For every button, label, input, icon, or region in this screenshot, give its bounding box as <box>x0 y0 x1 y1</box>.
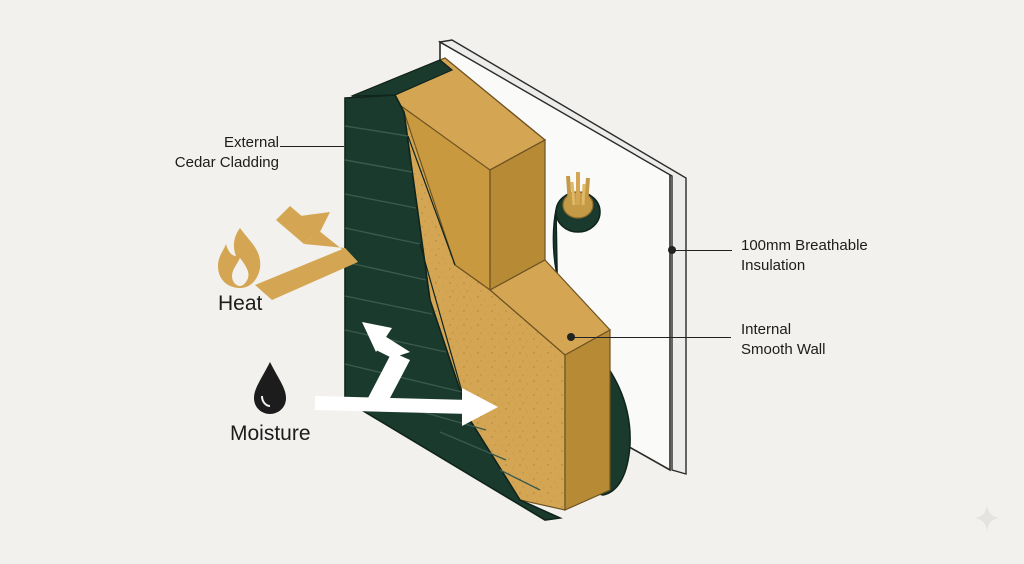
internal-wall-label-line1: Internal <box>741 321 792 338</box>
insulation-label-line1: 100mm Breathable <box>741 237 868 254</box>
insulation-label: 100mm Breathable Insulation <box>741 236 868 276</box>
internal-wall-leader-line <box>571 337 731 339</box>
internal-wall-label: Internal Smooth Wall <box>741 320 825 360</box>
insulation-label-line2: Insulation <box>741 257 806 274</box>
insulation-leader-dot <box>668 246 676 254</box>
water-drop-icon <box>254 362 286 414</box>
heat-label: Heat <box>218 292 263 315</box>
internal-wall-leader-dot <box>567 333 575 341</box>
sparkle-icon <box>974 505 1000 531</box>
internal-wall-label-line2: Smooth Wall <box>741 341 826 358</box>
heat-flow-arrow <box>255 206 358 300</box>
insulation-leader-line <box>672 250 732 252</box>
flame-icon <box>218 228 261 288</box>
external-cladding-label-line2: Cedar Cladding <box>174 154 279 171</box>
external-cladding-label: External Cedar Cladding <box>175 133 279 173</box>
cedar-cladding-layer <box>344 59 563 521</box>
moisture-label: Moisture <box>230 422 311 445</box>
external-cladding-label-line1: External <box>223 134 279 151</box>
moisture-flow-arrow <box>315 322 498 426</box>
cladding-leader-line <box>280 146 344 148</box>
